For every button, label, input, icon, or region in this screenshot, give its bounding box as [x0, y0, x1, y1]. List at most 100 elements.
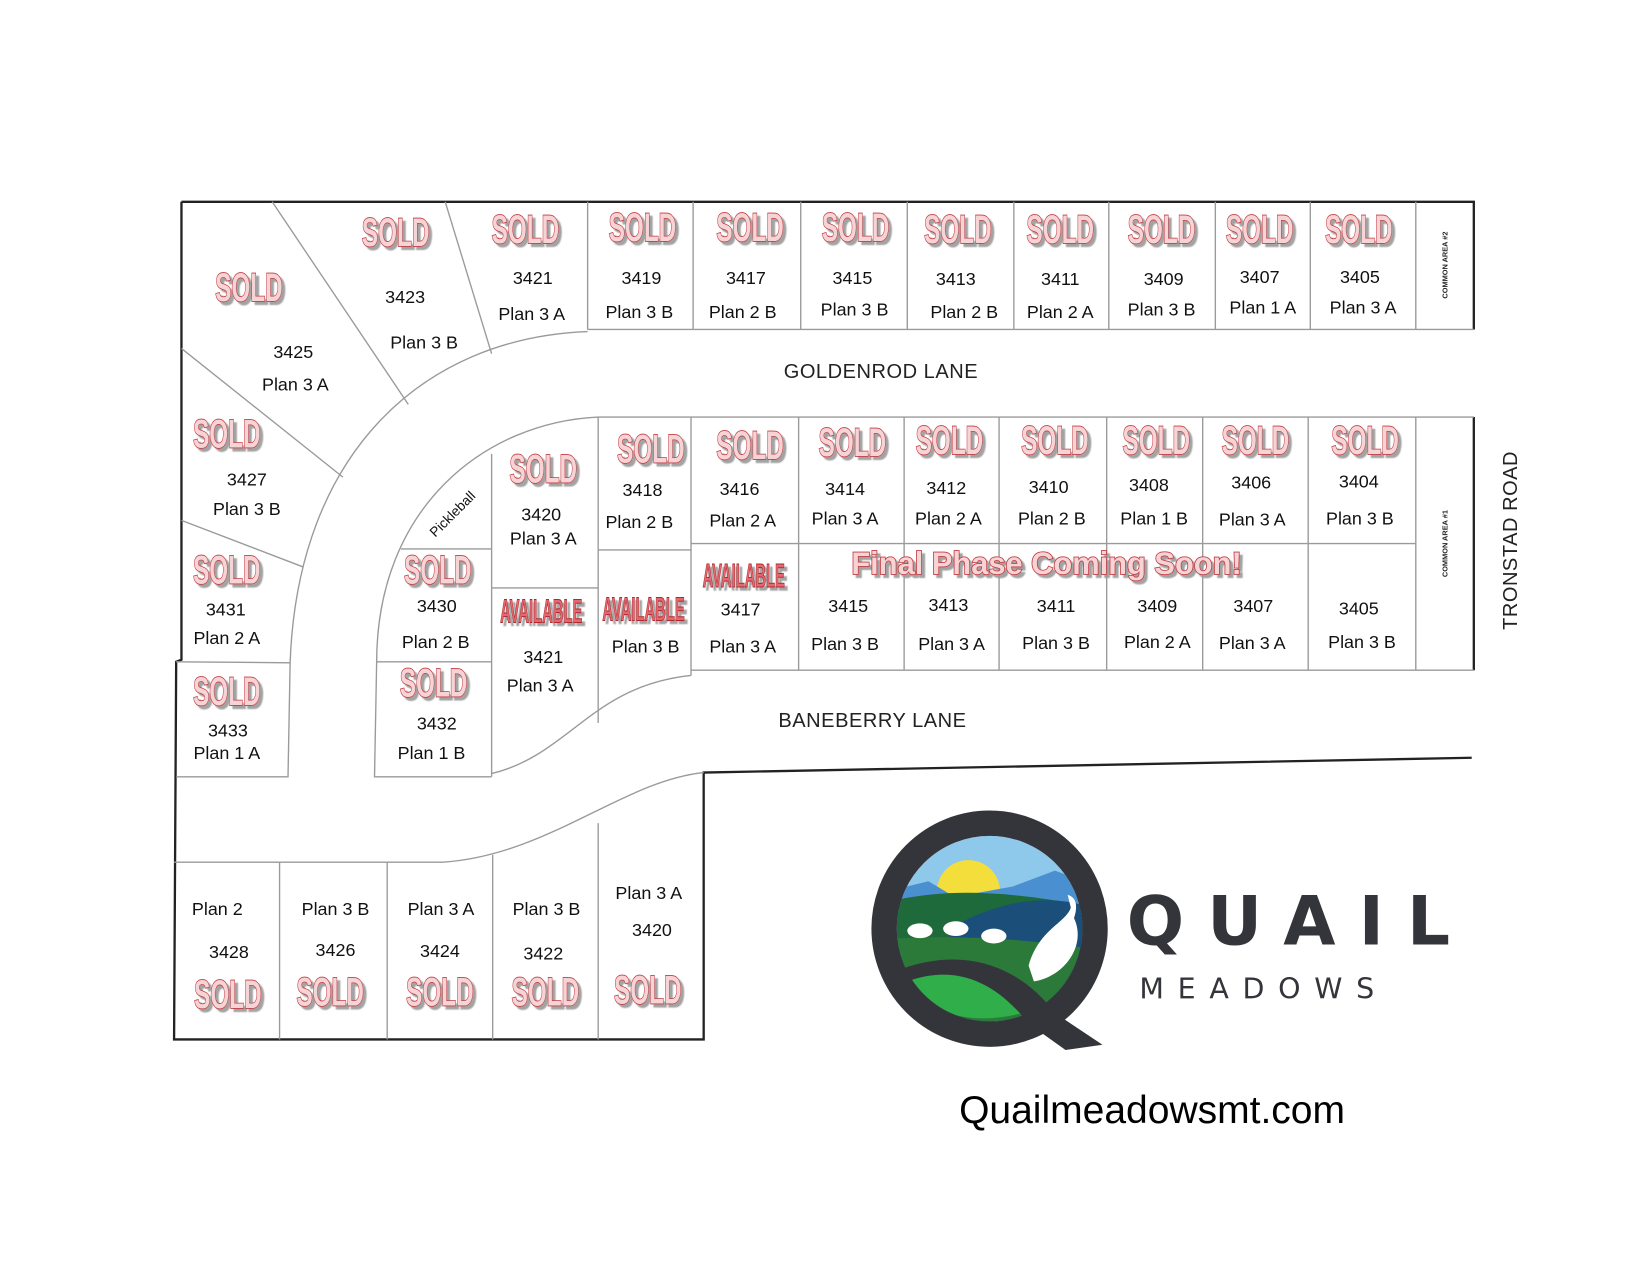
sold-stamp: SOLD — [512, 971, 580, 1015]
lot-number: 3420 — [521, 504, 561, 524]
lot-number: 3421 — [523, 647, 563, 667]
lot-plan: Plan 2 A — [1124, 632, 1191, 652]
sold-stamp: SOLD — [1226, 208, 1294, 252]
sold-stamp: SOLD — [1222, 419, 1290, 463]
lot-plan: Plan 3 B — [1328, 632, 1396, 652]
sold-stamp: SOLD — [716, 424, 784, 468]
lot-number: 3428 — [209, 942, 249, 962]
lot-number: 3406 — [1231, 473, 1271, 493]
road-label-baneberry-lane: BANEBERRY LANE — [778, 710, 966, 732]
sold-stamp: SOLD — [400, 662, 468, 706]
sold-stamp: SOLD — [193, 413, 261, 457]
sold-stamp: SOLD — [1325, 208, 1393, 252]
lot-number: 3427 — [227, 470, 267, 490]
lot-plan: Plan 3 A — [918, 634, 985, 654]
sold-stamp: SOLD — [1021, 419, 1089, 463]
lot-plan: Plan 3 A — [510, 529, 577, 549]
lot-number: 3420 — [632, 920, 672, 940]
lot-plan: Plan 2 A — [1027, 302, 1094, 322]
lot-number: 3408 — [1129, 475, 1169, 495]
lot-number: 3409 — [1137, 596, 1177, 616]
lot-plan: Plan 1 B — [1120, 509, 1188, 529]
lot-plan: Plan 3 A — [498, 304, 565, 324]
lot-number: 3413 — [928, 595, 968, 615]
lot-number: 3432 — [417, 713, 457, 733]
lot-plan: Plan 3 B — [302, 899, 370, 919]
lot-plan: Plan 2 B — [402, 632, 470, 652]
lot[interactable]: AVAILABLE Plan 3 B — [602, 590, 685, 657]
sold-stamp: SOLD — [362, 211, 430, 255]
logo-word-quail: QUAIL — [1127, 882, 1474, 961]
logo-q-ring-icon — [871, 810, 1108, 1047]
lot-boundaries — [172, 200, 1475, 1041]
lot-number: 3409 — [1144, 269, 1184, 289]
website-link[interactable]: Quailmeadowsmt.com — [959, 1089, 1345, 1132]
lot-plan: Plan 2 B — [709, 302, 777, 322]
sold-stamp: SOLD — [492, 208, 560, 252]
lot-plan: Plan 3 A — [812, 509, 879, 529]
lot-number: 3423 — [385, 287, 425, 307]
lot-number: 3422 — [523, 943, 563, 963]
lot-plan: Plan 2 A — [193, 628, 260, 648]
available-stamp: AVAILABLE — [602, 591, 684, 629]
lot-number: 3425 — [273, 342, 313, 362]
lot-number: 3417 — [726, 268, 766, 288]
sold-stamp: SOLD — [215, 266, 283, 310]
lot-number: 3416 — [720, 479, 760, 499]
lot-plan: Plan 1 A — [193, 743, 260, 763]
final-phase-banner: Final Phase Coming Soon! — [851, 544, 1243, 582]
logo-q-tail-icon — [902, 959, 1103, 1050]
lot-plan: Plan 3 A — [1219, 510, 1286, 530]
sold-stamp: SOLD — [819, 421, 887, 465]
logo-word-meadows: MEADOWS — [1139, 972, 1388, 1005]
lot-number: 3407 — [1240, 267, 1280, 287]
sold-stamp: SOLD — [1331, 419, 1399, 463]
lot-number: 3421 — [513, 268, 553, 288]
lot-plan: Plan 2 B — [1018, 509, 1086, 529]
sold-stamp: SOLD — [193, 549, 261, 593]
sold-stamp: SOLD — [716, 206, 784, 250]
available-stamp: AVAILABLE — [703, 557, 785, 595]
lot-plan: Plan 2 B — [930, 302, 998, 322]
lot-plan: Plan 3 B — [811, 634, 879, 654]
lot-plan: Plan 3 B — [612, 636, 680, 656]
